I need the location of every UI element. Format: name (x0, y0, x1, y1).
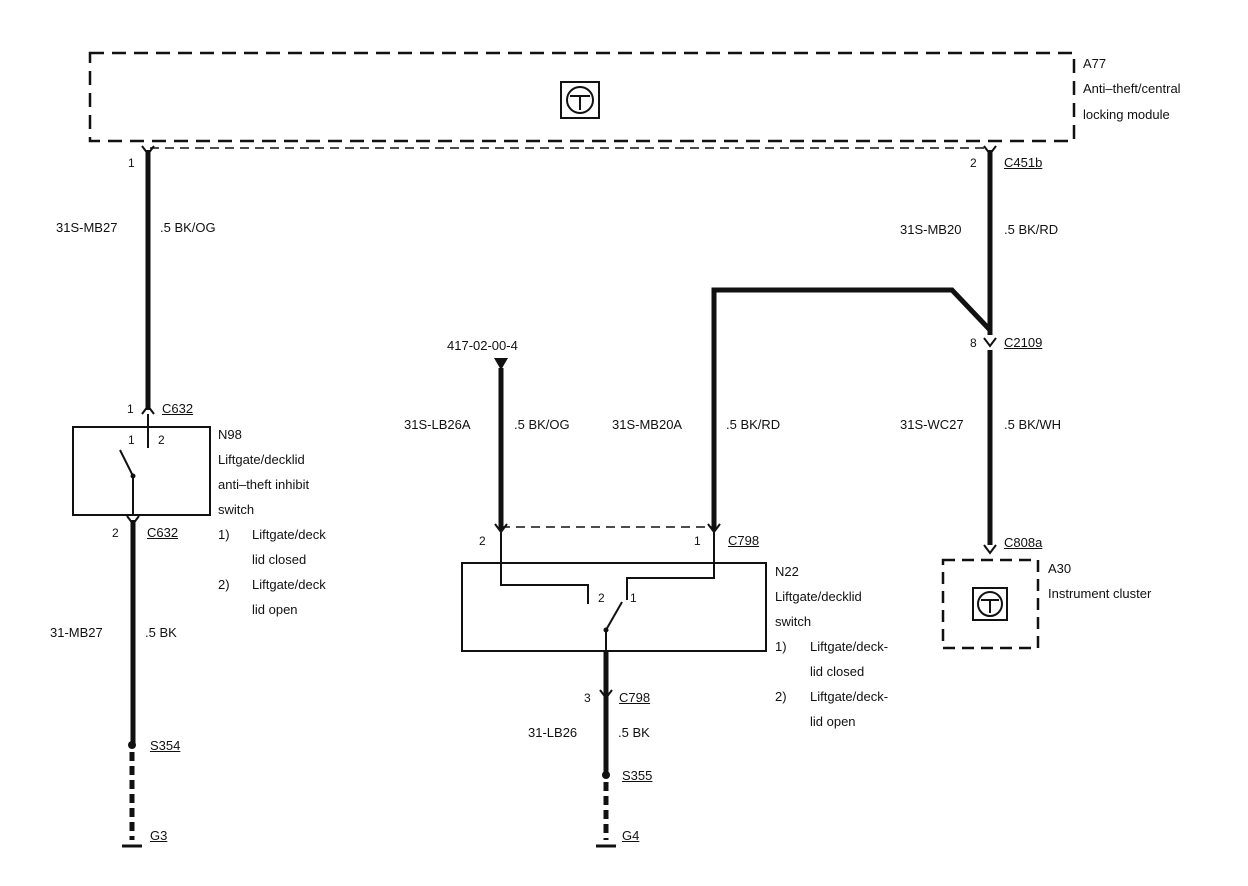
switch-n22-contact2 (500, 532, 589, 604)
module-a77-box (88, 51, 1076, 143)
n22-ref: N22 (775, 564, 799, 579)
cluster-a30-icon (972, 587, 1008, 621)
wire-ref-circuit: 31S-LB26A (404, 417, 471, 432)
c632-top-pin: 1 (127, 402, 134, 416)
module-pin-left: 1 (128, 156, 135, 170)
n98-legend2-num: 2) (218, 577, 230, 592)
pin-arrow-c808a (983, 544, 997, 555)
wire-31s-mb20a-route (711, 287, 992, 530)
cluster-ref: A30 (1048, 561, 1072, 576)
wire-cluster-circuit: 31S-WC27 (900, 417, 964, 432)
n22-legend1-line1: Liftgate/deck- (810, 639, 889, 654)
wire-mid-ground-spec: .5 BK (618, 725, 650, 740)
switch-n22-blade (605, 601, 623, 631)
ground-g4: G4 (622, 828, 640, 843)
wire-mid-spec: .5 BK/RD (726, 417, 781, 432)
c798-bot-name: C798 (619, 690, 651, 705)
wire-left-top-circuit: 31S-MB27 (56, 220, 118, 235)
wire-cluster-spec: .5 BK/WH (1004, 417, 1062, 432)
n98-legend1-line1: Liftgate/deck (252, 527, 326, 542)
module-pin-right: 2 (970, 156, 977, 170)
cluster-name: Instrument cluster (1048, 586, 1152, 601)
cluster-a30-box (941, 558, 1040, 650)
wire-left-top-spec: .5 BK/OG (160, 220, 216, 235)
switch-n98-box (72, 426, 211, 516)
pin-arrow-c2109 (983, 337, 997, 348)
n22-line2: switch (775, 614, 812, 629)
n98-pos2: 2 (158, 433, 165, 447)
n98-legend1-line2: lid closed (252, 552, 307, 567)
n98-ref: N98 (218, 427, 242, 442)
n98-line3: switch (218, 502, 255, 517)
wire-ref-spec: .5 BK/OG (514, 417, 570, 432)
pin-arrow-left-top (141, 145, 155, 156)
c632-bot-name: C632 (147, 525, 179, 540)
c2109-pin: 8 (970, 336, 977, 350)
module-a77-icon (560, 81, 600, 119)
splice-s354: S354 (150, 738, 181, 753)
ref-417: 417-02-00-4 (447, 338, 518, 353)
wire-mid-circuit: 31S-MB20A (612, 417, 683, 432)
pin-arrow-c632-top (141, 404, 155, 415)
switch-n98-blade (119, 449, 134, 477)
c808a-name: C808a (1004, 535, 1043, 550)
n98-legend2-line2: lid open (252, 602, 298, 617)
n22-legend1-num: 1) (775, 639, 787, 654)
c798-bot-pin: 3 (584, 691, 591, 705)
c798-top-name: C798 (728, 533, 760, 548)
splice-s355-dot (602, 771, 610, 779)
wire-left-ground-spec: .5 BK (145, 625, 177, 640)
n98-line1: Liftgate/decklid (218, 452, 305, 467)
n98-legend2-line1: Liftgate/deck (252, 577, 326, 592)
module-ref: A77 (1083, 56, 1107, 71)
pin-arrow-right-top (983, 145, 997, 156)
switch-n22-box (461, 562, 767, 652)
n22-legend2-line1: Liftgate/deck- (810, 689, 889, 704)
n98-pos1: 1 (128, 433, 135, 447)
switch-n22-contact1 (626, 532, 715, 600)
n22-pos1: 1 (630, 591, 637, 605)
ground-g3: G3 (150, 828, 168, 843)
n98-line2: anti–theft inhibit (218, 477, 310, 492)
c2109-name: C2109 (1004, 335, 1043, 350)
c798-top-pin-right: 1 (694, 534, 701, 548)
splice-s355: S355 (622, 768, 653, 783)
pin-arrow-c632-bot (126, 515, 140, 526)
n22-legend1-line2: lid closed (810, 664, 865, 679)
module-name-line2: locking module (1083, 107, 1170, 122)
module-name-line1: Anti–theft/central (1083, 81, 1181, 96)
n22-legend2-line2: lid open (810, 714, 856, 729)
wire-left-ground-circuit: 31-MB27 (50, 625, 103, 640)
c632-top-name: C632 (162, 401, 194, 416)
connector-c451b: C451b (1004, 155, 1043, 170)
wire-right-top-circuit: 31S-MB20 (900, 222, 962, 237)
wire-right-top-spec: .5 BK/RD (1004, 222, 1059, 237)
n98-legend1-num: 1) (218, 527, 230, 542)
n22-legend2-num: 2) (775, 689, 787, 704)
pin-arrow-c798-bot (599, 689, 613, 700)
n22-pos2: 2 (598, 591, 605, 605)
ref-arrow-417 (494, 358, 508, 370)
wire-mid-ground-circuit: 31-LB26 (528, 725, 578, 740)
splice-s354-dot (128, 741, 136, 749)
c632-bot-pin: 2 (112, 526, 119, 540)
n22-line1: Liftgate/decklid (775, 589, 862, 604)
c798-top-pin-left: 2 (479, 534, 486, 548)
